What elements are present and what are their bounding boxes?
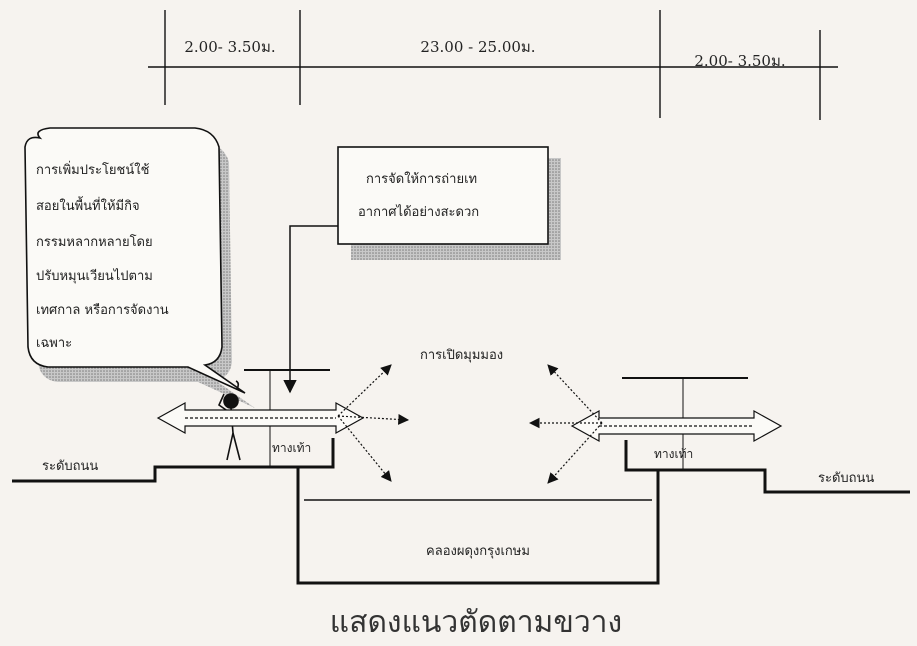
speech-line-6: เฉพาะ xyxy=(36,336,72,351)
road-level-left-label: ระดับถนน xyxy=(42,459,98,474)
walkway-left-label: ทางเท้า xyxy=(272,441,311,455)
left-double-arrow xyxy=(156,401,365,435)
diagram-title: แสดงแนวตัดตามขวาง xyxy=(330,605,622,640)
view-fan-left xyxy=(337,364,410,482)
dimension-left-label: 2.00- 3.50ม. xyxy=(184,38,275,56)
ground-profile xyxy=(12,438,910,585)
canal-label: คลองผดุงกรุงเกษม xyxy=(426,544,530,559)
speech-line-3: กรรมหลากหลายโดย xyxy=(36,234,153,250)
ventilation-callout: การจัดให้การถ่ายเท อากาศได้อย่างสะดวก xyxy=(283,146,561,394)
speech-line-4: ปรับหมุนเวียนไปตาม xyxy=(36,268,153,284)
view-fan-right xyxy=(528,364,603,484)
walkway-right-label: ทางเท้า xyxy=(654,447,693,461)
speech-line-2: สอยในพื้นที่ให้มีกิจ xyxy=(36,196,140,214)
right-double-arrow xyxy=(570,409,783,443)
dimension-right-label: 2.00- 3.50ม. xyxy=(694,52,785,70)
ventilation-pointer-arrow xyxy=(283,225,338,394)
speech-line-1: การเพิ่มประโยชน์ใช้ xyxy=(36,161,150,178)
speech-bubble-callout: การเพิ่มประโยชน์ใช้ สอยในพื้นที่ให้มีกิจ… xyxy=(24,127,255,408)
ventilation-line-1: การจัดให้การถ่ายเท xyxy=(366,171,477,187)
dimension-line xyxy=(148,10,838,120)
ventilation-line-2: อากาศได้อย่างสะดวก xyxy=(358,204,479,220)
speech-line-5: เทศกาล หรือการจัดงาน xyxy=(36,302,169,318)
dimension-center-label: 23.00 - 25.00ม. xyxy=(420,38,535,56)
view-label: การเปิดมุมมอง xyxy=(420,348,503,363)
road-level-right-label: ระดับถนน xyxy=(818,471,874,486)
